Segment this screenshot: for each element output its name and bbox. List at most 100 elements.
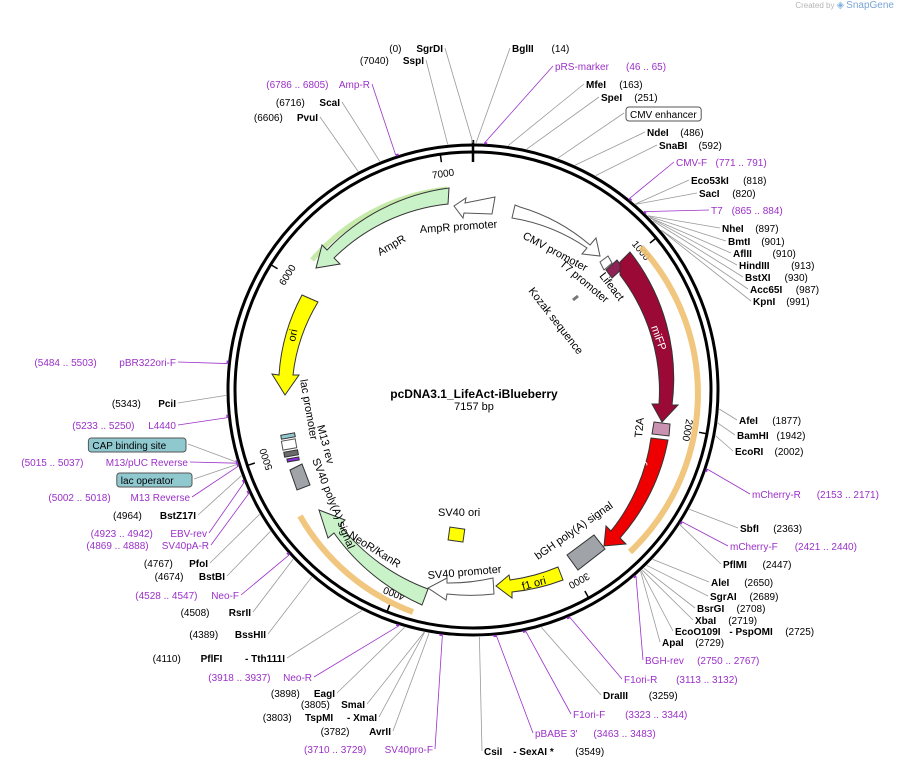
site-label[interactable]: KpnI(991)	[753, 297, 810, 308]
feature-t7-promoter[interactable]	[599, 255, 613, 271]
site-label[interactable]: AfeI(1877)	[739, 416, 801, 427]
feature-bgh-polya[interactable]	[566, 534, 606, 571]
feature-t2a[interactable]	[651, 421, 671, 437]
site-label[interactable]: F1ori-R(3113 .. 3132)	[624, 675, 738, 686]
feature-ampr[interactable]	[315, 187, 450, 269]
feature-sv40-polya[interactable]	[289, 463, 311, 491]
site-label[interactable]: SpeI(251)	[601, 93, 658, 104]
site-label[interactable]: RsrII(4508)	[181, 608, 252, 619]
feature-sv40-promoter[interactable]	[427, 577, 495, 601]
site-label[interactable]: SbfI(2363)	[740, 524, 802, 535]
site-label[interactable]: M13/pUC Reverse(5015 .. 5037)	[21, 458, 188, 469]
site-label[interactable]: ScaI(6716)	[276, 98, 340, 109]
site-label[interactable]: Acc65I(987)	[750, 285, 819, 296]
feature-m13-rev[interactable]	[283, 449, 299, 458]
site-label[interactable]: M13 Reverse(5002 .. 5018)	[48, 493, 190, 504]
site-label[interactable]: BglII(14)	[512, 44, 569, 55]
leader-line	[366, 631, 425, 705]
site-label[interactable]: Neo-R(3918 .. 3937)	[208, 673, 312, 684]
primer-mark	[705, 468, 708, 473]
site-name: SacI	[699, 189, 720, 200]
site-label[interactable]: BGH-rev(2750 .. 2767)	[645, 656, 759, 667]
site-position: (2447)	[763, 560, 792, 571]
primer-mark	[628, 197, 633, 202]
site-label[interactable]: SacI(820)	[699, 189, 756, 200]
created-by-badge[interactable]: Created by ◈ SnapGene	[795, 0, 894, 11]
feature-neor[interactable]	[318, 509, 429, 606]
site-label[interactable]: Amp-R(6786 .. 6805)	[266, 80, 370, 91]
site-label[interactable]: DraIII(3259)	[603, 691, 678, 702]
site-label[interactable]: MfeI(163)	[586, 80, 643, 91]
site-label[interactable]: AflII(910)	[733, 249, 796, 260]
site-label[interactable]: Neo-F(4528 .. 4547)	[135, 591, 239, 602]
feature-lac-promoter[interactable]	[280, 438, 298, 451]
site-label[interactable]: pRS-marker(46 .. 65)	[555, 62, 666, 73]
site-label[interactable]: BsrGI(2708)	[697, 604, 765, 615]
site-label[interactable]: pBR322ori-F(5484 .. 5503)	[34, 358, 176, 369]
leader-line	[643, 209, 710, 213]
site-label[interactable]: SspI(7040)	[360, 56, 424, 67]
site-label[interactable]: PciI(5343)	[112, 399, 176, 410]
feature-ori[interactable]	[271, 294, 319, 396]
feature-cmv-promoter[interactable]	[511, 204, 601, 257]
site-label[interactable]: ApaI(2729)	[662, 638, 724, 649]
leader-line	[191, 465, 239, 498]
site-position: (3259)	[649, 691, 678, 702]
site-label[interactable]: EagI(3898)	[271, 689, 335, 700]
site-label[interactable]: BstBI(4674)	[155, 572, 226, 583]
feature-sv40-ori[interactable]	[447, 526, 466, 543]
site-label[interactable]: SmaI(3805)	[301, 700, 365, 711]
site-label[interactable]: SgrAI(2689)	[710, 592, 778, 603]
site-label[interactable]: PflMI(2447)	[723, 560, 791, 571]
feature-lac-op[interactable]	[286, 456, 300, 463]
site-label[interactable]: CAP binding site	[87, 437, 187, 453]
feature-cap-site[interactable]	[280, 432, 296, 440]
site-label[interactable]: mCherry-R(2153 .. 2171)	[752, 490, 879, 501]
site-label[interactable]: BssHII(4389)	[189, 630, 266, 641]
feature-mifp[interactable]	[619, 251, 680, 423]
site-label[interactable]: SV40pro-F(3710 .. 3729)	[304, 745, 433, 756]
site-label[interactable]: PvuI(6606)	[254, 113, 318, 124]
site-label[interactable]: F1ori-F(3323 .. 3344)	[573, 710, 687, 721]
site-label[interactable]: BstXI(930)	[745, 273, 808, 284]
site-label[interactable]: CMV-F(771 .. 791)	[676, 158, 767, 169]
feature-ampr-promoter[interactable]	[453, 196, 496, 220]
leader-line	[313, 625, 400, 678]
site-label[interactable]: CsiI- SexAI *(3549)	[484, 747, 604, 758]
leader-line	[541, 627, 602, 696]
site-label[interactable]: BstZ17I(4964)	[113, 511, 196, 522]
site-label[interactable]: EBV-rev(4923 .. 4942)	[91, 529, 207, 540]
site-label[interactable]: CMV enhancer	[625, 106, 702, 122]
feature-f1-ori[interactable]	[495, 566, 564, 599]
site-label[interactable]: BamHI(1942)	[737, 431, 805, 442]
feature-kozak[interactable]	[572, 294, 579, 302]
site-label[interactable]: XbaI(2719)	[695, 616, 757, 627]
site-label[interactable]: SV40pA-R(4869 .. 4888)	[86, 541, 209, 552]
site-label[interactable]: L4440(5233 .. 5250)	[72, 421, 176, 432]
scale-tick-label: 5000	[258, 446, 276, 471]
site-label[interactable]: PfoI(4767)	[144, 559, 208, 570]
site-label[interactable]: NdeI(486)	[647, 128, 704, 139]
site-label[interactable]: SgrDI(0)	[389, 44, 443, 55]
scale-tick	[248, 462, 256, 466]
site-label[interactable]: AleI(2650)	[711, 578, 773, 589]
site-label[interactable]: AvrII(3782)	[321, 727, 392, 738]
site-label[interactable]: lac operator	[116, 472, 193, 488]
site-label[interactable]: EcoO109I- PspOMI(2725)	[675, 627, 814, 638]
site-label[interactable]: EcoRI(2002)	[735, 447, 803, 458]
site-position: (910)	[773, 249, 796, 260]
site-label[interactable]: HindIII(913)	[739, 261, 814, 272]
site-label[interactable]: mCherry-F(2421 .. 2440)	[730, 542, 857, 553]
scale-tick	[698, 431, 707, 435]
site-label[interactable]: Eco53kI(818)	[691, 176, 766, 187]
site-position: (2729)	[695, 638, 724, 649]
site-label[interactable]: BmtI(901)	[728, 237, 785, 248]
feature-mcherry[interactable]	[603, 437, 669, 547]
site-name-alt: - Tth111I	[245, 654, 285, 665]
site-label[interactable]: pBABE 3'(3463 .. 3483)	[535, 729, 656, 740]
site-label[interactable]: T7(865 .. 884)	[711, 206, 783, 217]
site-label[interactable]: NheI(897)	[722, 224, 779, 235]
site-label[interactable]: SnaBI(592)	[659, 141, 722, 152]
